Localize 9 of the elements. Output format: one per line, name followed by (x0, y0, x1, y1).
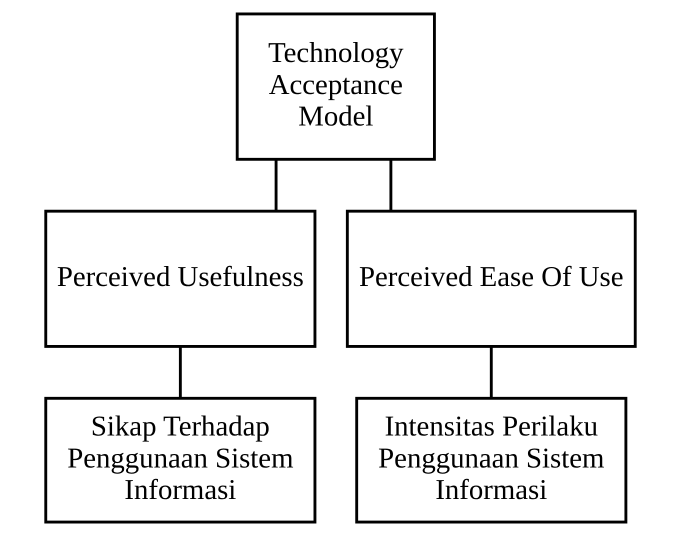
connector (178, 346, 182, 398)
node-box: Technology Acceptance Model (235, 12, 436, 161)
connector (489, 346, 492, 398)
node-box: Sikap Terhadap Penggunaan Sistem Informasi (44, 396, 316, 524)
connector (274, 160, 278, 211)
node-box: Perceived Usefulness (44, 210, 316, 348)
connector (388, 160, 392, 211)
node-box: Intensitas Perilaku Penggunaan Sistem Informasi (354, 396, 627, 524)
node-box: Perceived Ease Of Use (345, 210, 636, 348)
